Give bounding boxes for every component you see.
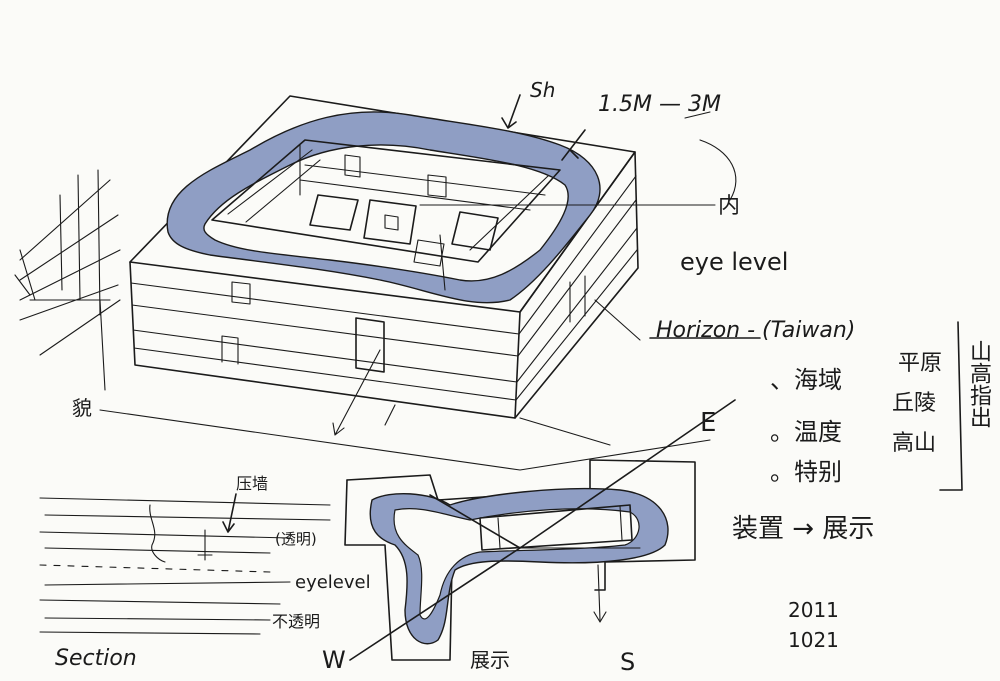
section-figure-2 [197, 529, 213, 561]
right-bracket [939, 321, 963, 491]
label-eye-level: eye level [680, 248, 789, 276]
arrow-down-2 [384, 404, 396, 426]
front-door-center [355, 317, 385, 373]
label-west: W [322, 646, 346, 674]
plan-pavilion [479, 504, 633, 551]
section-arrow [222, 493, 237, 533]
moat-water [166, 111, 601, 304]
label-east: E [700, 408, 717, 438]
right-stratum-2 [517, 199, 637, 357]
inner-box-3 [309, 194, 359, 231]
label-section-transparent: (透明) [275, 530, 317, 548]
section-line-8 [39, 631, 261, 635]
front-stratum-3 [132, 329, 518, 383]
plan-leader [99, 409, 711, 471]
arrow-down-1 [332, 349, 381, 436]
section-drawing [39, 493, 331, 635]
label-date-year: 2011 [788, 598, 839, 622]
inner-box-1 [344, 154, 361, 178]
label-south: S [620, 648, 636, 676]
plan-pavilion-posts [497, 505, 623, 549]
label-terrain-hills: 丘陵 [892, 391, 937, 416]
left-leader [99, 299, 106, 391]
platform-lines [299, 164, 546, 211]
inner-box-5 [384, 214, 399, 231]
front-stratum-4 [133, 347, 517, 401]
inner-box-7 [413, 239, 445, 267]
plan-diagonal-1 [429, 494, 521, 549]
plan-arrow [593, 564, 607, 623]
label-device-note: 装置 → 展示 [732, 514, 875, 544]
left-figures [14, 249, 36, 301]
label-terrain-plain: 平原 [898, 351, 943, 376]
platform-steps [227, 149, 549, 251]
section-line-1 [39, 497, 331, 506]
section-figure-1 [149, 504, 166, 563]
plan-outer-1 [346, 459, 696, 591]
right-stratum-4 [515, 249, 638, 401]
left-posts [59, 169, 101, 316]
label-horizon: Horizon - (Taiwan) [656, 318, 856, 343]
plan-drawing [99, 399, 736, 661]
section-line-3 [39, 531, 291, 539]
label-horizon-item-3: 。特别 [770, 458, 842, 486]
right-stratum-1 [518, 175, 637, 335]
inner-box-6 [451, 211, 499, 251]
dimension-tick [561, 129, 586, 161]
label-section-eye-level: eyelevel [295, 572, 371, 593]
section-line-4 [44, 547, 271, 554]
block-front-face [129, 261, 521, 419]
label-mountain-note: 山高指出 [966, 340, 991, 428]
right-door [569, 275, 586, 323]
left-perspective [14, 169, 121, 391]
label-section-top: 压墙 [236, 474, 269, 493]
left-base [29, 299, 121, 356]
arrow-sh [501, 94, 521, 129]
inner-box-2 [427, 174, 447, 198]
section-line-2 [44, 514, 331, 521]
front-door-left [221, 335, 239, 365]
front-stratum-2 [131, 304, 519, 357]
label-horizon-item-1: 、海域 [770, 366, 842, 394]
blue-underline [684, 111, 711, 119]
section-line-6 [39, 599, 281, 605]
right-stratum-3 [516, 227, 638, 383]
inner-platform [211, 139, 561, 263]
front-stratum-1 [130, 282, 520, 335]
inner-box-4 [363, 199, 417, 245]
label-section-title: Section [55, 646, 137, 671]
label-inner: 内 [718, 194, 741, 219]
label-plan: 展示 [470, 648, 510, 672]
section-line-dashed [39, 564, 271, 573]
section-line-7 [44, 617, 271, 621]
inner-posts [299, 144, 446, 291]
plan-island [393, 508, 640, 620]
section-line-5 [44, 581, 291, 586]
front-window [231, 281, 251, 305]
label-dimension-sh: Sh [530, 78, 556, 102]
label-left-side: 貌 [72, 396, 92, 420]
block-right-face [514, 151, 639, 419]
label-dimension-range: 1.5M — 3M [598, 92, 721, 117]
label-section-opaque: 不透明 [272, 612, 321, 631]
label-horizon-item-2: 。温度 [770, 418, 842, 446]
left-lines [19, 179, 121, 321]
curve-to-inner [699, 139, 737, 201]
label-date-day: 1021 [788, 628, 839, 652]
isometric-block [129, 94, 737, 446]
label-terrain-mountain: 高山 [892, 431, 937, 456]
ground-lines [519, 299, 641, 446]
